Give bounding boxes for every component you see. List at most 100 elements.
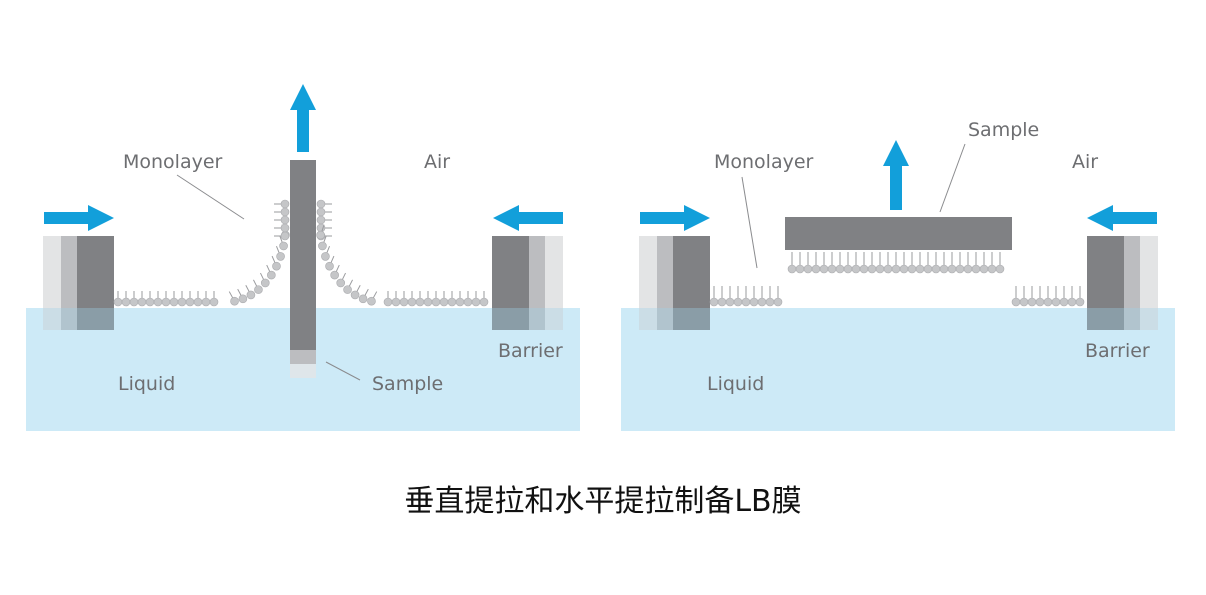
molecule-head	[795, 264, 805, 274]
figure-caption: 垂直提拉和水平提拉制备LB膜	[404, 484, 802, 519]
molecule-head	[835, 264, 845, 274]
molecule-head	[367, 296, 376, 306]
molecule-head	[891, 264, 901, 274]
molecule-head	[1051, 297, 1061, 307]
molecule-head	[280, 199, 290, 209]
left-barrier	[639, 236, 710, 330]
molecule-head	[1043, 297, 1053, 307]
molecule-head	[757, 297, 767, 307]
air-label: Air	[1072, 151, 1098, 173]
molecule-head	[827, 264, 837, 274]
molecule-head	[358, 294, 368, 304]
molecule-head	[447, 297, 457, 307]
right-arrow-icon	[640, 205, 710, 231]
molecule-head	[939, 264, 949, 274]
molecule-head	[725, 297, 735, 307]
molecule-head	[923, 264, 933, 274]
molecule-head	[1027, 297, 1037, 307]
molecule-head	[169, 297, 179, 307]
molecule-head	[471, 297, 481, 307]
molecule-head	[201, 297, 211, 307]
horizontal-lifting-panel: Monolayer Air Barrier Liquid Sample	[621, 119, 1175, 431]
molecule-head	[193, 297, 203, 307]
molecule-head	[260, 278, 270, 288]
molecule-head	[1019, 297, 1029, 307]
molecule-head	[423, 297, 433, 307]
molecule-head	[431, 297, 441, 307]
molecule-head	[899, 264, 909, 274]
molecule-head	[987, 264, 997, 274]
molecule-head	[246, 290, 256, 300]
molecule-head	[321, 252, 330, 261]
molecule-head	[336, 278, 346, 288]
left-arrow-icon	[493, 205, 563, 231]
molecule-head	[709, 297, 719, 307]
barrier-label: Barrier	[498, 340, 563, 362]
molecule-head	[971, 264, 981, 274]
monolayer-molecules	[709, 252, 1085, 307]
vertical-sample	[290, 160, 316, 378]
molecule-head	[153, 297, 163, 307]
molecule-head	[267, 270, 276, 280]
molecule-head	[915, 264, 925, 274]
molecule-head	[185, 297, 195, 307]
molecule-head	[765, 297, 775, 307]
molecule-head	[773, 297, 783, 307]
molecule-head	[1059, 297, 1069, 307]
molecule-head	[276, 252, 285, 261]
molecule-head	[1011, 297, 1021, 307]
liquid-area	[621, 308, 1175, 431]
molecule-head	[230, 296, 239, 306]
molecule-head	[279, 241, 288, 251]
molecule-head	[325, 261, 334, 271]
molecule-head	[330, 270, 339, 280]
sample-label: Sample	[372, 373, 443, 395]
molecule-head	[803, 264, 813, 274]
molecule-head	[819, 264, 829, 274]
molecule-head	[963, 264, 973, 274]
up-arrow-icon	[883, 140, 909, 210]
molecule-head	[316, 199, 326, 209]
molecule-head	[272, 261, 281, 271]
horizontal-sample	[785, 217, 1012, 250]
monolayer-label: Monolayer	[714, 151, 814, 173]
molecule-head	[859, 264, 869, 274]
molecule-head	[479, 297, 489, 307]
molecule-head	[280, 223, 290, 233]
molecule-head	[316, 207, 326, 217]
molecule-head	[121, 297, 131, 307]
molecule-head	[733, 297, 743, 307]
molecule-head	[875, 264, 885, 274]
molecule-head	[280, 215, 290, 225]
air-label: Air	[424, 151, 450, 173]
molecule-head	[343, 285, 352, 294]
molecule-head	[407, 297, 417, 307]
molecule-head	[955, 264, 965, 274]
up-arrow-icon	[290, 84, 316, 152]
molecule-head	[137, 297, 147, 307]
molecule-head	[907, 264, 917, 274]
molecule-head	[280, 207, 290, 217]
molecule-head	[316, 230, 325, 240]
molecule-head	[399, 297, 409, 307]
molecule-head	[851, 264, 861, 274]
molecule-head	[867, 264, 877, 274]
molecule-head	[391, 297, 401, 307]
molecule-head	[145, 297, 155, 307]
molecule-head	[883, 264, 893, 274]
molecule-head	[254, 285, 263, 294]
left-arrow-icon	[1087, 205, 1157, 231]
molecule-head	[843, 264, 853, 274]
molecule-head	[383, 297, 393, 307]
monolayer-molecules	[113, 199, 489, 307]
molecule-head	[1075, 297, 1085, 307]
liquid-label: Liquid	[707, 373, 764, 395]
left-barrier	[43, 236, 114, 330]
molecule-head	[280, 231, 290, 241]
molecule-head	[177, 297, 187, 307]
molecule-head	[717, 297, 727, 307]
vertical-dipping-panel: Monolayer Air Barrier Liquid Sample	[26, 84, 580, 431]
molecule-head	[238, 294, 248, 304]
molecule-head	[316, 215, 326, 225]
molecule-head	[749, 297, 759, 307]
